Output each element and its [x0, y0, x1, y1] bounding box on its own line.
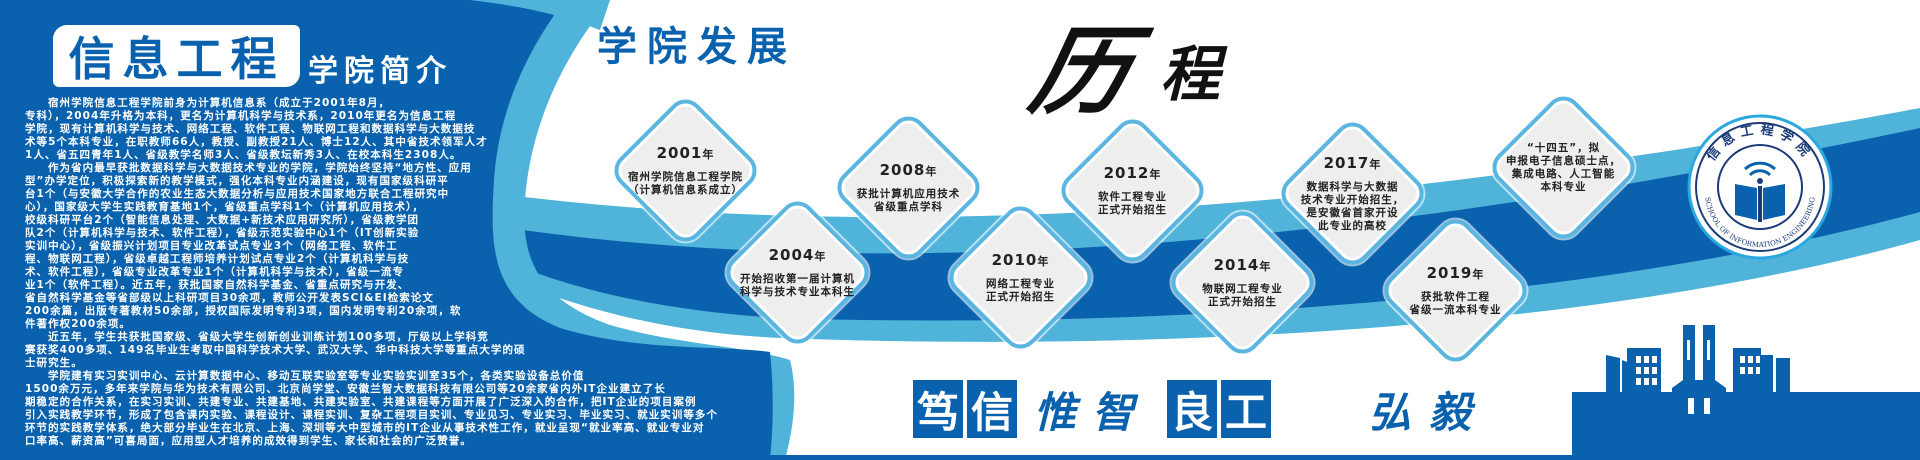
- milestone-year: 2004年: [768, 246, 827, 264]
- city-skyline-icon: [1572, 325, 1920, 458]
- intro-subtitle: 学院简介: [308, 54, 452, 89]
- intro-line: 作为省内最早获批数据科学与大数据技术专业的学院，学院始终坚持“地方性、应用: [48, 162, 472, 174]
- milestone-card: 2014年物联网工程专业 正式开始招生: [1164, 204, 1321, 361]
- motto-char: 工: [1221, 380, 1271, 438]
- milestone-desc: 开始招收第一届计算机 科学与技术专业本科生: [740, 273, 855, 298]
- intro-line: 省自然科学基金等省部级以上科研项目30余项，教师公开发表SCI&EI检索论文: [25, 292, 434, 304]
- motto-char: 弘: [1368, 387, 1411, 437]
- milestone-year: 2012年: [1103, 164, 1162, 182]
- milestone-card: 2019年获批软件工程 省级一流本科专业: [1377, 212, 1534, 369]
- milestone-desc: 获批软件工程 省级一流本科专业: [1409, 291, 1502, 316]
- intro-line: 期稳定的合作关系，在实习实训、共建专业、共建基地、共建实验室、共建课程等方面开展…: [25, 396, 697, 408]
- intro-line: 术、软件工程），省级专业改革专业1个（计算机科学与技术），省级一流专: [25, 266, 405, 278]
- milestone-card: 2001年宿州学院信息工程学院 （计算机信息系成立）: [607, 92, 764, 249]
- intro-line: 1500余万元，多年来学院与华为技术有限公司、北京尚学堂、安徽兰智大数据科技有限…: [25, 383, 666, 395]
- motto-char: 信: [967, 380, 1017, 438]
- intro-line: 引入实践教学环节，形成了包含课内实验、课程设计、课程实训、复杂工程项目实训、专业…: [25, 409, 718, 421]
- history-title: 学院发展: [597, 24, 797, 70]
- left-panel: [0, 0, 773, 460]
- milestone-year: 2010年: [991, 251, 1050, 269]
- milestone-desc: 宿州学院信息工程学院 （计算机信息系成立）: [628, 171, 743, 196]
- milestone-card: 2017年数据科学与大数据 技术专业开始招生， 是安徽省首家开设 此专业的高校: [1274, 115, 1431, 272]
- motto-char: 笃: [913, 380, 963, 438]
- milestone-card: 2010年网络工程专业 正式开始招生: [942, 199, 1099, 356]
- intro-line: 学院，现有计算机科学与技术、网络工程、软件工程、物联网工程和数据科学与大数据技: [25, 123, 476, 135]
- milestone-desc: 物联网工程专业 正式开始招生: [1202, 283, 1283, 308]
- milestone-year: 2019年: [1426, 264, 1485, 282]
- milestone-year: 2014年: [1213, 256, 1272, 274]
- logo-book-wifi-icon: [1735, 161, 1785, 222]
- milestone-year: 2008年: [879, 161, 938, 179]
- school-logo: 信息工程学院 SCHOOL OF INFORMATION ENGINEERING: [1687, 114, 1833, 260]
- intro-line: 口率高、薪资高”可喜局面，应用型人才培养的成效得到学生、家长和社会的广泛赞誉。: [25, 435, 472, 447]
- intro-line: 心），国家级大学生实践教育基地1个，省级重点学科1个（计算机应用技术），: [25, 201, 424, 213]
- top-swoop: [470, 0, 610, 30]
- intro-line: 士研究生。: [25, 357, 83, 369]
- motto-char: 良: [1167, 380, 1217, 438]
- intro-line: 队2个（计算机科学与技术、软件工程），省级示范实验中心1个（IT创新实验: [25, 227, 420, 239]
- intro-line: 环节的实践教学体系，绝大部分毕业生在北京、上海、深圳等大中型城市的IT企业从事技…: [25, 422, 705, 434]
- intro-line: 实训中心），省级振兴计划项目专业改革试点专业3个（网络工程、软件工: [25, 240, 398, 252]
- intro-title-box: 信息工程: [53, 25, 300, 87]
- intro-line: 专科），2004年升格为本科，更名为计算机科学与技术系，2010年更名为信息工程: [25, 110, 457, 122]
- motto-char: 智: [1091, 387, 1134, 437]
- intro-line: 赛获奖400多项、149名毕业生考取中国科学技术大学、武汉大学、华中科技大学等重…: [25, 344, 526, 356]
- milestone-desc: 网络工程专业 正式开始招生: [986, 278, 1055, 303]
- milestone-year: 2001年: [656, 144, 715, 162]
- milestone-card: “十四五”，拟 申报电子信息硕士点， 集成电路、人工智能 本科专业: [1485, 89, 1642, 246]
- intro-line: 1人、省五四青年1人、省级教学名师3人、省级教坛新秀3人、在校本科生2308人。: [25, 149, 462, 161]
- history-title-calligraphy-2: 程: [1160, 40, 1220, 110]
- milestone-card: 2008年获批计算机应用技术 省级重点学科: [830, 109, 987, 266]
- motto-char: 毅: [1428, 387, 1471, 437]
- intro-line: 程、物联网工程），省级卓越工程师培养计划试点专业2个（计算机科学与技: [25, 253, 410, 265]
- milestone-card: 2012年软件工程专业 正式开始招生: [1054, 112, 1211, 269]
- milestone-desc: 软件工程专业 正式开始招生: [1098, 191, 1167, 216]
- intro-line: 件著作权200余项。: [25, 318, 131, 330]
- milestone-desc: “十四五”，拟 申报电子信息硕士点， 集成电路、人工智能 本科专业: [1506, 141, 1621, 193]
- intro-line: 校级科研平台2个（智能信息处理、大数据+新技术应用研究所），省级教学团: [25, 214, 420, 226]
- intro-line: 业1个（软件工程）。近五年，获批国家自然科学基金、省重点研究与开发、: [25, 279, 410, 291]
- motto-char: 惟: [1033, 387, 1076, 437]
- milestone-desc: 获批计算机应用技术 省级重点学科: [856, 188, 961, 213]
- intro-line: 宿州学院信息工程学院前身为计算机信息系（成立于2001年8月，: [48, 97, 391, 109]
- intro-line: 200余篇，出版专著教材50余部，授权国际发明专利3项，国内发明专利20余项，软: [25, 305, 462, 317]
- intro-line: 型”办学定位，积极探索新的教学模式，强化本科专业内涵建设，现有国家级科研平: [25, 175, 449, 187]
- milestone-card: 2004年开始招收第一届计算机 科学与技术专业本科生: [719, 194, 876, 351]
- intro-line: 术等5个本科专业，在职教师66人，教授、副教授21人、博士12人、其中省技术领军…: [25, 136, 488, 148]
- milestone-desc: 数据科学与大数据 技术专业开始招生， 是安徽省首家开设 此专业的高校: [1300, 181, 1405, 232]
- intro-text: 宿州学院信息工程学院前身为计算机信息系（成立于2001年8月，专科），2004年…: [25, 97, 718, 448]
- intro-title: 信息工程: [68, 32, 285, 86]
- bottom-line: [0, 455, 1920, 460]
- milestone-year: 2017年: [1323, 154, 1382, 172]
- intro-line: 近五年，学生共获批国家级、省级大学生创新创业训练计划100多项，厅级以上学科竞: [48, 331, 489, 343]
- intro-line: 学院建有实习实训中心、云计算数据中心、移动互联实验室等专业实验实训室35个，各类…: [48, 370, 585, 382]
- intro-line: 台1个（与安徽大学合作的农业生态大数据分析与应用技术国家地方联合工程研究中: [25, 188, 450, 200]
